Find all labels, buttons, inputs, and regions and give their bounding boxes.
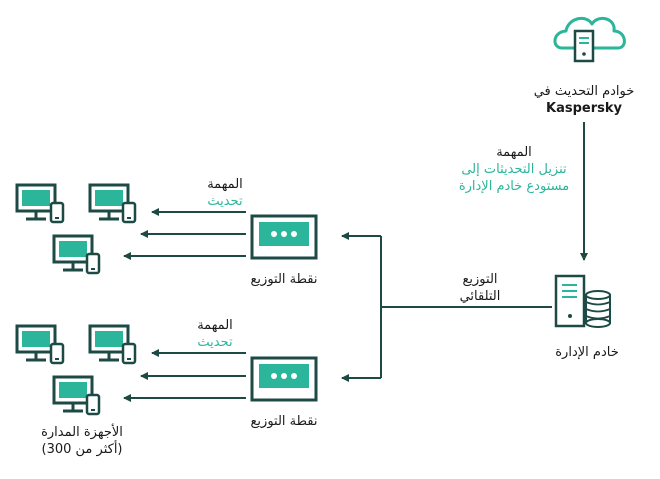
update-task-name: تحديث [207, 194, 243, 209]
distribution-point-icon [250, 214, 318, 260]
update-task-label: المهمة تحديث [170, 317, 260, 351]
managed-device-icon [15, 183, 57, 221]
auto-distribution-label: التوزيع التلقائي [420, 271, 540, 305]
download-task-label: المهمة تنزيل التحديثات إلى مستودع خادم ا… [404, 144, 624, 195]
auto-distribution-line2: التلقائي [459, 289, 501, 304]
phone-icon [121, 201, 137, 224]
update-servers-label-line1: خوادم التحديث في [533, 84, 635, 99]
cloud-server-icon [553, 16, 626, 63]
phone-icon [85, 393, 101, 416]
update-servers-label: خوادم التحديث في Kaspersky [504, 83, 660, 117]
admin-server-label: خادم الإدارة [555, 345, 619, 360]
phone-icon [49, 201, 65, 224]
auto-distribution-line1: التوزيع [462, 272, 498, 287]
download-task-line2: مستودع خادم الإدارة [458, 179, 570, 194]
update-task-title: المهمة [197, 318, 233, 333]
phone-icon [85, 252, 101, 275]
update-task-title: المهمة [207, 177, 243, 192]
download-task-title: المهمة [496, 145, 532, 160]
update-task-label: المهمة تحديث [180, 176, 270, 210]
managed-devices-line2: (أكثر من 300) [41, 442, 123, 457]
managed-devices-line1: الأجهزة المدارة [41, 425, 123, 440]
admin-server-icon [554, 274, 611, 328]
phone-icon [121, 342, 137, 365]
download-task-line1: تنزيل التحديثات إلى [461, 162, 567, 177]
distribution-point-label: نقطة التوزيع [250, 414, 318, 429]
update-task-name: تحديث [197, 335, 233, 350]
managed-device-icon [15, 324, 57, 362]
distribution-point-label: نقطة التوزيع [250, 272, 318, 287]
managed-devices-label: الأجهزة المدارة (أكثر من 300) [12, 424, 152, 458]
phone-icon [49, 342, 65, 365]
update-servers-label-line2: Kaspersky [546, 101, 622, 116]
distribution-point-icon [250, 356, 318, 402]
